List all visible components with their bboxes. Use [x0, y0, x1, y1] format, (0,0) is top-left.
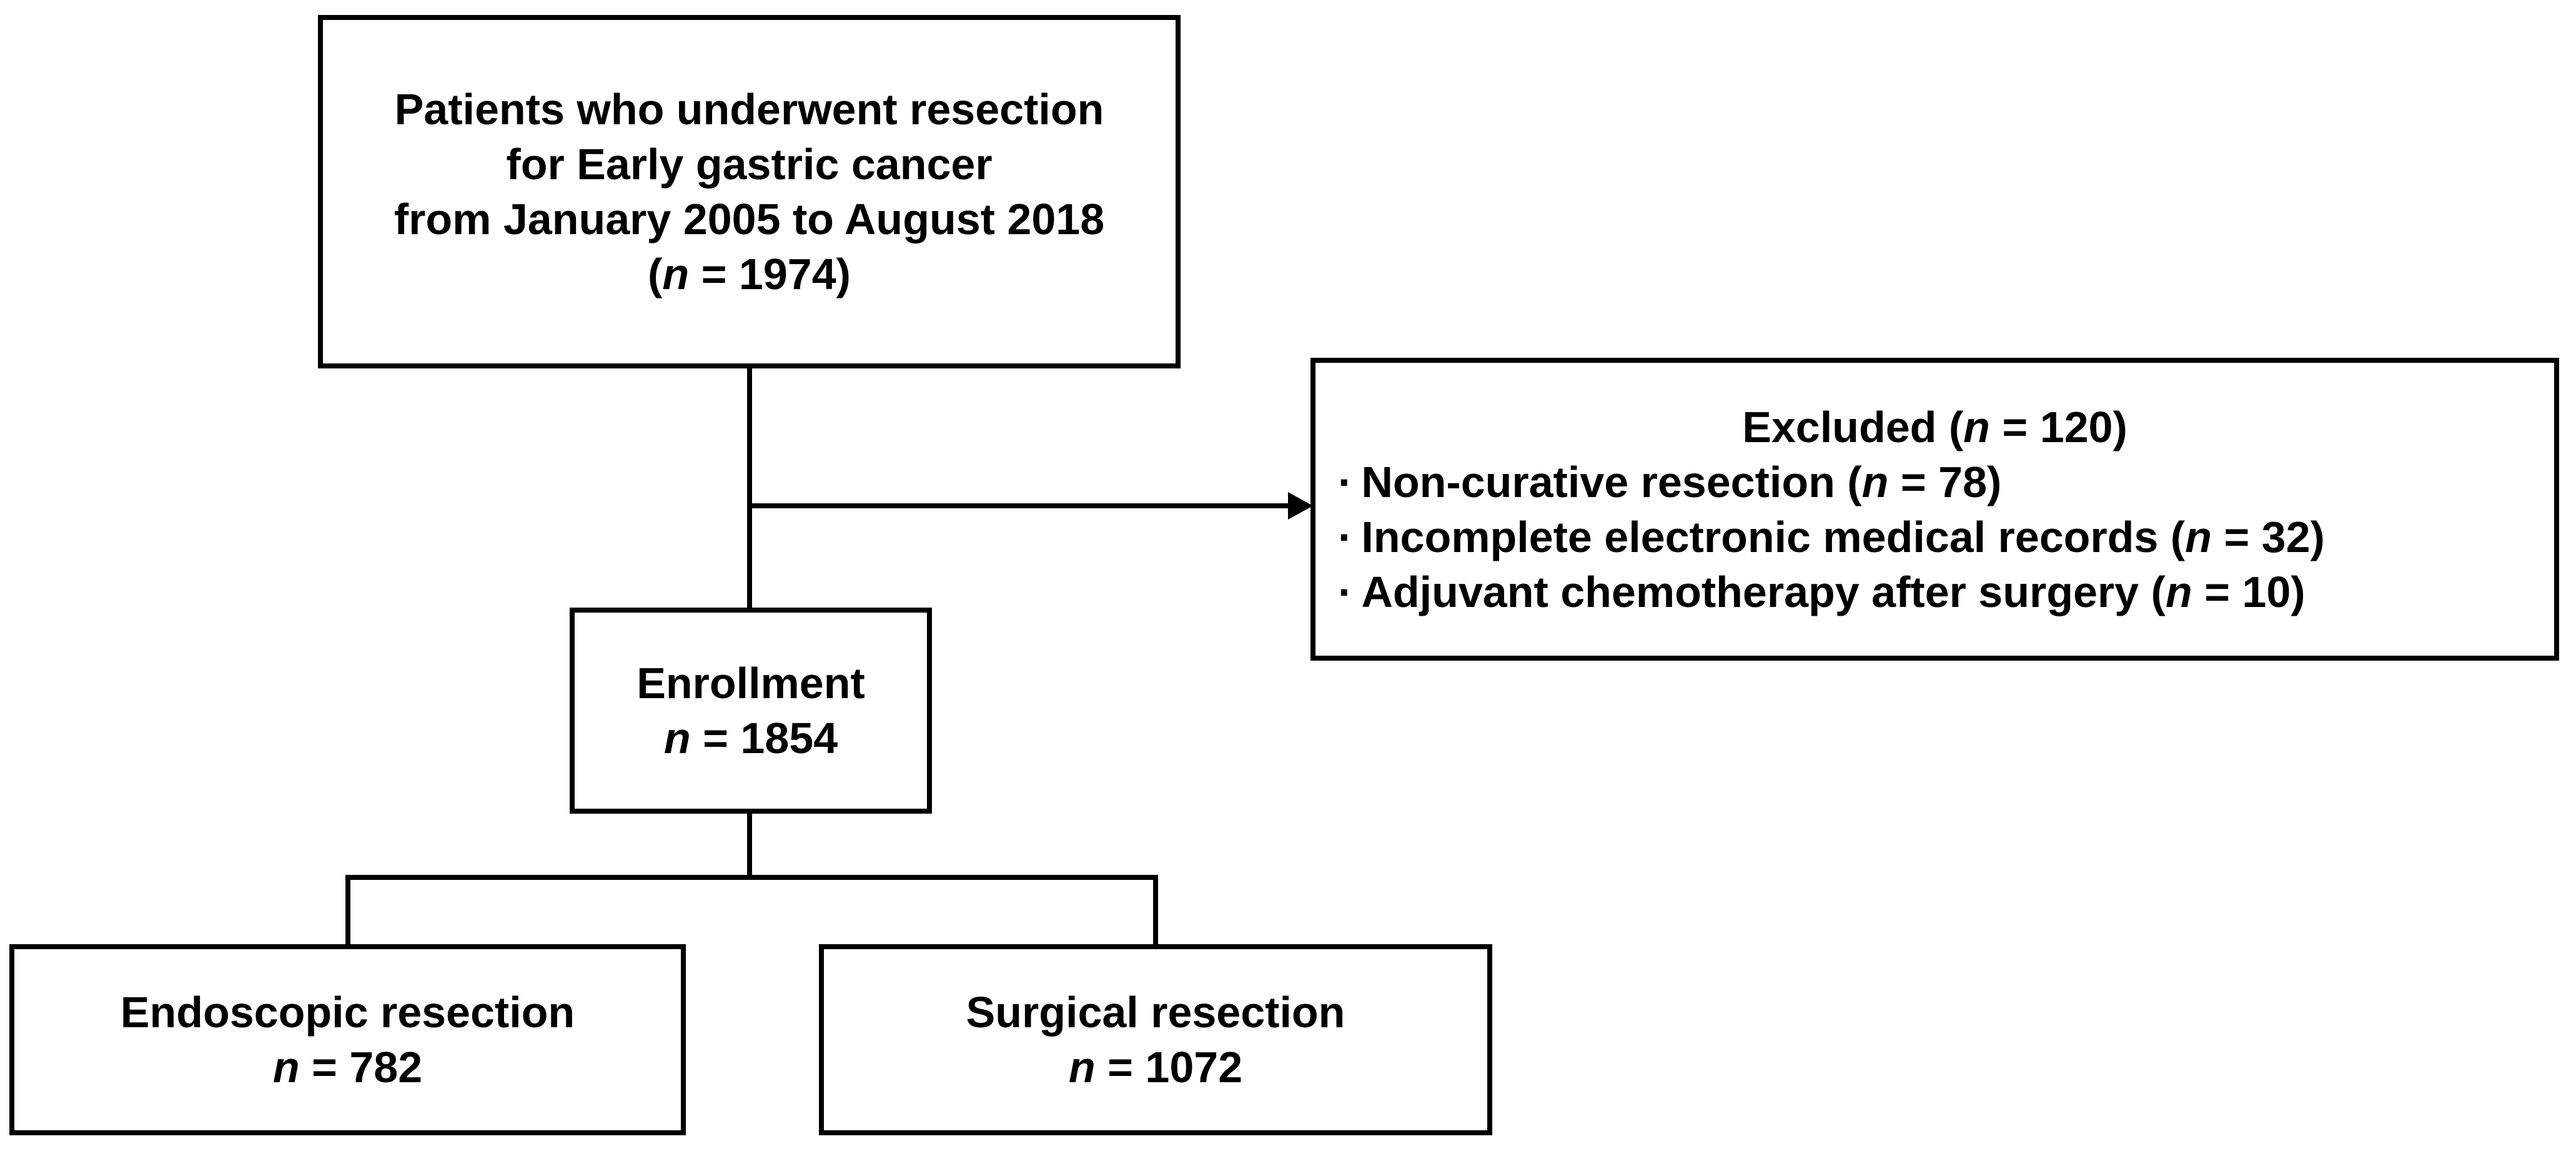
source-box-line-3: from January 2005 to August 2018 [394, 195, 1105, 244]
bullet-icon: · [1338, 567, 1353, 616]
enrollment-box-title: Enrollment [637, 659, 865, 708]
connector-drop-surgical [1153, 875, 1158, 947]
enrollment-box: Enrollment n = 1854 [570, 608, 932, 814]
source-box-line-2: for Early gastric cancer [506, 140, 993, 189]
connector-drop-endoscopic [345, 875, 350, 947]
excluded-item-1: ·Non-curative resection (n = 78) [1315, 455, 2554, 510]
excluded-box-heading: Excluded (n = 120) [1742, 402, 2128, 451]
surgical-box-title: Surgical resection [966, 988, 1345, 1037]
endoscopic-box-title: Endoscopic resection [120, 988, 575, 1037]
bullet-icon: · [1338, 512, 1353, 561]
excluded-item-1-text: Non-curative resection (n = 78) [1361, 457, 2002, 506]
endoscopic-resection-box: Endoscopic resection n = 782 [9, 944, 686, 1135]
excluded-item-3-text: Adjuvant chemotherapy after surgery (n =… [1361, 567, 2306, 616]
excluded-item-3: ·Adjuvant chemotherapy after surgery (n … [1315, 565, 2554, 619]
excluded-item-2: ·Incomplete electronic medical records (… [1315, 510, 2554, 565]
source-box-line-1: Patients who underwent resection [394, 85, 1104, 134]
connector-enrollment-to-split [747, 811, 752, 877]
connector-split-horizontal [345, 875, 1158, 880]
connector-source-to-enrollment [747, 366, 752, 608]
enrollment-box-count: n = 1854 [663, 714, 838, 762]
source-box-count: (n = 1974) [648, 250, 851, 298]
connector-excluded-branch [747, 503, 1290, 508]
excluded-box: Excluded (n = 120) ·Non-curative resecti… [1310, 358, 2559, 661]
surgical-resection-box: Surgical resection n = 1072 [819, 944, 1492, 1135]
surgical-box-count: n = 1072 [1068, 1043, 1243, 1092]
bullet-icon: · [1338, 457, 1353, 506]
source-box: Patients who underwent resection for Ear… [318, 15, 1181, 368]
excluded-item-2-text: Incomplete electronic medical records (n… [1361, 512, 2325, 561]
endoscopic-box-count: n = 782 [272, 1043, 423, 1092]
arrow-right-icon [1288, 492, 1313, 520]
